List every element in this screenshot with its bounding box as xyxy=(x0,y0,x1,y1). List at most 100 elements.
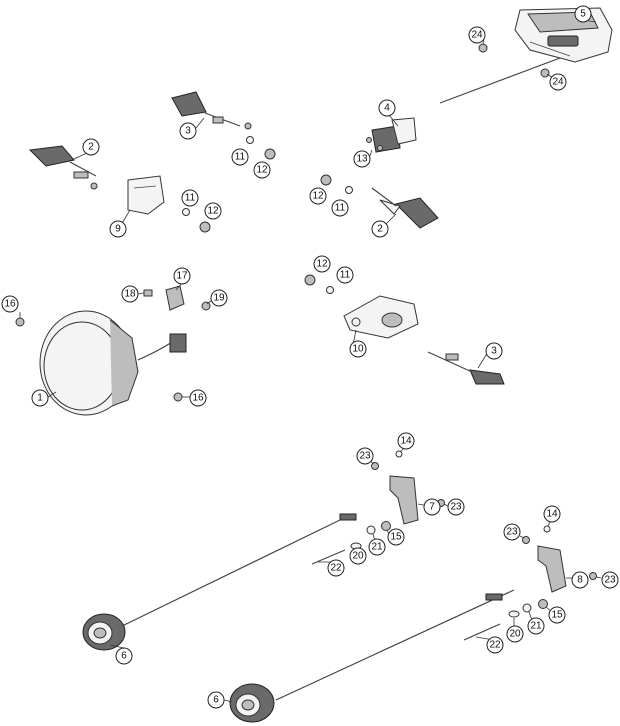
callout-11-d: 11 xyxy=(336,266,354,284)
svg-text:7: 7 xyxy=(429,502,435,513)
callout-15-b: 15 xyxy=(548,606,566,624)
screw-16-upper xyxy=(15,317,25,327)
callout-17: 17 xyxy=(173,267,191,285)
svg-text:19: 19 xyxy=(213,293,225,304)
callout-22-a: 22 xyxy=(327,559,345,577)
svg-text:21: 21 xyxy=(371,542,383,553)
svg-text:2: 2 xyxy=(377,224,383,235)
svg-text:15: 15 xyxy=(551,610,563,621)
screw-18 xyxy=(143,289,153,297)
svg-text:5: 5 xyxy=(580,9,586,20)
svg-text:20: 20 xyxy=(509,629,521,640)
callout-6-lower: 6 xyxy=(207,691,225,709)
washer-11-a xyxy=(246,136,254,144)
wire-to-light-6b xyxy=(275,589,515,701)
callout-20-a: 20 xyxy=(349,547,367,565)
callout-13: 13 xyxy=(353,150,371,168)
svg-text:23: 23 xyxy=(604,575,616,586)
callout-15-a: 15 xyxy=(387,528,405,546)
bolt-22-b xyxy=(463,623,501,641)
nut-19 xyxy=(201,301,211,311)
washer-11-b xyxy=(182,208,190,216)
screw-16-lower xyxy=(173,392,183,402)
callout-20-b: 20 xyxy=(506,625,524,643)
nut-12-c xyxy=(320,174,332,186)
svg-text:23: 23 xyxy=(506,527,518,538)
svg-text:11: 11 xyxy=(335,203,346,214)
callout-11-a: 11 xyxy=(231,148,249,166)
callout-11-c: 11 xyxy=(331,199,349,217)
callout-12-d: 12 xyxy=(313,255,331,273)
callout-7: 7 xyxy=(423,498,441,516)
callout-4: 4 xyxy=(378,99,396,117)
turn-signal-2-left xyxy=(28,145,98,190)
cover-10 xyxy=(343,295,419,339)
callout-11-b: 11 xyxy=(181,189,199,207)
svg-text:10: 10 xyxy=(352,344,364,355)
svg-text:8: 8 xyxy=(577,575,583,586)
svg-text:9: 9 xyxy=(115,224,121,235)
callout-12-b: 12 xyxy=(204,202,222,220)
svg-text:22: 22 xyxy=(330,563,342,574)
svg-text:11: 11 xyxy=(235,152,246,163)
callout-3-upper: 3 xyxy=(179,122,197,140)
callout-3-lower: 3 xyxy=(485,342,503,360)
svg-text:23: 23 xyxy=(359,451,371,462)
svg-text:13: 13 xyxy=(356,154,368,165)
svg-text:6: 6 xyxy=(213,695,219,706)
washer-20-b xyxy=(508,610,520,618)
callout-21-a: 21 xyxy=(368,538,386,556)
svg-text:12: 12 xyxy=(256,165,268,176)
bracket-cover-9 xyxy=(127,175,165,215)
turn-signal-2-right xyxy=(371,187,439,229)
svg-text:6: 6 xyxy=(121,651,127,662)
svg-text:12: 12 xyxy=(316,259,328,270)
callout-9: 9 xyxy=(109,220,127,238)
wire-to-light-6a xyxy=(117,513,357,629)
callout-2-left: 2 xyxy=(82,138,100,156)
license-light-part xyxy=(366,117,417,153)
svg-text:4: 4 xyxy=(384,103,390,114)
callout-24-upper: 24 xyxy=(468,26,486,44)
callout-12-c: 12 xyxy=(309,187,327,205)
washer-21-a xyxy=(366,525,376,535)
callout-21-b: 21 xyxy=(527,617,545,635)
bracket-17 xyxy=(165,285,185,311)
svg-text:15: 15 xyxy=(390,532,402,543)
callout-6-upper: 6 xyxy=(115,647,133,665)
svg-text:21: 21 xyxy=(530,621,542,632)
svg-text:23: 23 xyxy=(450,502,462,513)
callout-19: 19 xyxy=(210,289,228,307)
svg-text:11: 11 xyxy=(185,193,196,204)
aux-light-6-lower xyxy=(229,683,275,723)
washer-11-c xyxy=(345,186,353,194)
svg-text:14: 14 xyxy=(400,436,412,447)
callout-5: 5 xyxy=(574,5,592,23)
callout-23-a: 23 xyxy=(356,447,374,465)
bracket-8 xyxy=(522,525,597,593)
callout-24-lower: 24 xyxy=(549,73,567,91)
svg-text:24: 24 xyxy=(471,30,483,41)
callout-23-d: 23 xyxy=(601,571,619,589)
tail-light-part xyxy=(439,7,613,104)
callout-14-a: 14 xyxy=(397,432,415,450)
svg-text:1: 1 xyxy=(37,393,43,404)
svg-text:12: 12 xyxy=(312,191,324,202)
turn-signal-3-upper xyxy=(171,91,252,130)
callout-22-b: 22 xyxy=(486,636,504,654)
nut-12-b xyxy=(199,221,211,233)
washer-11-d xyxy=(326,286,334,294)
svg-text:11: 11 xyxy=(340,270,351,281)
svg-text:3: 3 xyxy=(491,346,497,357)
callout-23-b: 23 xyxy=(447,498,465,516)
svg-text:3: 3 xyxy=(185,126,191,137)
nut-24-lower xyxy=(540,68,550,78)
turn-signal-3-lower xyxy=(427,351,505,385)
callout-16-upper: 16 xyxy=(1,295,19,313)
svg-text:18: 18 xyxy=(124,289,136,300)
callout-16-lower: 16 xyxy=(189,389,207,407)
bracket-7 xyxy=(371,450,445,525)
callout-14-b: 14 xyxy=(543,505,561,523)
nut-15-b xyxy=(538,599,548,609)
nut-12-d xyxy=(304,274,316,286)
